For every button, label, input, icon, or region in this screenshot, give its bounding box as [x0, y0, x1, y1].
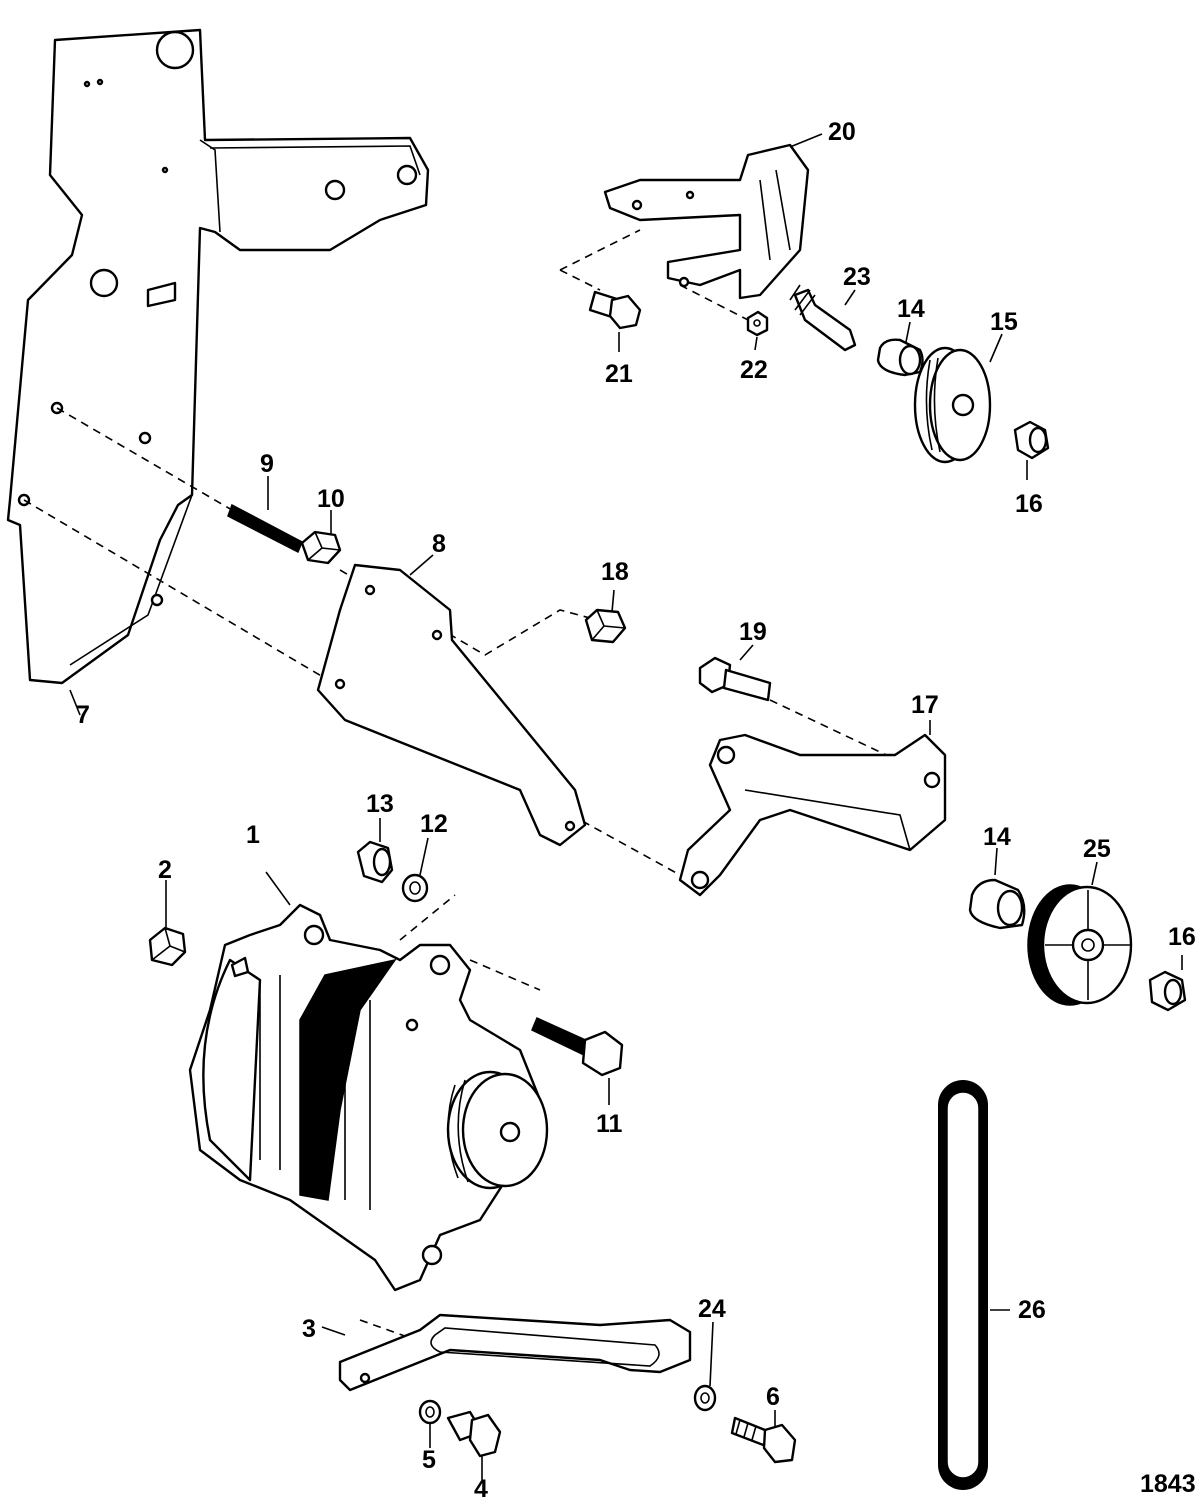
callout-3: 3 — [302, 1315, 316, 1343]
part-22-nut — [746, 310, 769, 337]
part-10-nut — [300, 530, 342, 565]
callout-17: 17 — [911, 691, 939, 719]
part-14-spacer-lower — [968, 878, 1026, 930]
callout-19: 19 — [739, 618, 767, 646]
part-21-bolt — [588, 290, 642, 330]
callout-2: 2 — [158, 856, 172, 884]
callout-10: 10 — [317, 485, 345, 513]
callout-16-upper: 16 — [1015, 490, 1043, 518]
callout-21: 21 — [605, 360, 633, 388]
part-24-washer — [693, 1384, 717, 1412]
part-6-bolt — [730, 1416, 797, 1464]
part-4-bolt — [446, 1410, 502, 1458]
part-17-bracket — [678, 733, 947, 897]
callout-9: 9 — [260, 450, 274, 478]
callout-1: 1 — [246, 821, 260, 849]
callout-14-lower: 14 — [983, 823, 1011, 851]
part-13-nut — [356, 840, 394, 884]
part-14-spacer-upper — [876, 338, 924, 377]
callout-14-upper: 14 — [897, 295, 925, 323]
part-12-washer — [401, 873, 429, 903]
callout-24: 24 — [698, 1295, 726, 1323]
part-25-pulley-lower — [1027, 884, 1133, 1006]
callout-5: 5 — [422, 1446, 436, 1474]
part-18-nut — [584, 608, 627, 644]
part-11-bolt — [531, 1016, 624, 1077]
part-16-nut-upper — [1013, 420, 1050, 460]
figure-number: 1843 — [1140, 1470, 1196, 1498]
part-8-bracket — [316, 563, 587, 847]
callout-13: 13 — [366, 790, 394, 818]
callout-22: 22 — [740, 356, 768, 384]
part-16-nut-lower — [1148, 970, 1187, 1012]
callout-15: 15 — [990, 308, 1018, 336]
callout-23: 23 — [843, 263, 871, 291]
callout-7: 7 — [76, 701, 90, 729]
callout-12: 12 — [420, 810, 448, 838]
part-9-stud — [227, 503, 303, 554]
callout-20: 20 — [828, 118, 856, 146]
callout-16-lower: 16 — [1168, 923, 1196, 951]
callout-18: 18 — [601, 558, 629, 586]
callout-8: 8 — [432, 530, 446, 558]
callout-labels: 1 2 3 4 5 6 7 8 9 10 11 12 13 14 14 15 1… — [76, 118, 1196, 1499]
callout-25: 25 — [1083, 835, 1111, 863]
part-26-drive-belt — [938, 1080, 988, 1490]
part-19-bolt — [698, 656, 772, 702]
callout-26: 26 — [1018, 1296, 1046, 1324]
part-3-adjusting-bracket — [338, 1313, 692, 1392]
part-1-alternator — [188, 903, 549, 1292]
part-23-shaft — [789, 284, 857, 352]
part-5-washer — [418, 1399, 442, 1425]
part-2-nut — [148, 926, 187, 967]
callout-6: 6 — [766, 1383, 780, 1411]
part-7-mounting-plate — [6, 28, 430, 685]
part-20-tensioner-bracket — [603, 143, 810, 300]
part-15-pulley-upper — [913, 346, 992, 464]
leader-lines — [69, 133, 1183, 1480]
callout-11: 11 — [596, 1110, 623, 1138]
callout-4: 4 — [474, 1475, 488, 1499]
